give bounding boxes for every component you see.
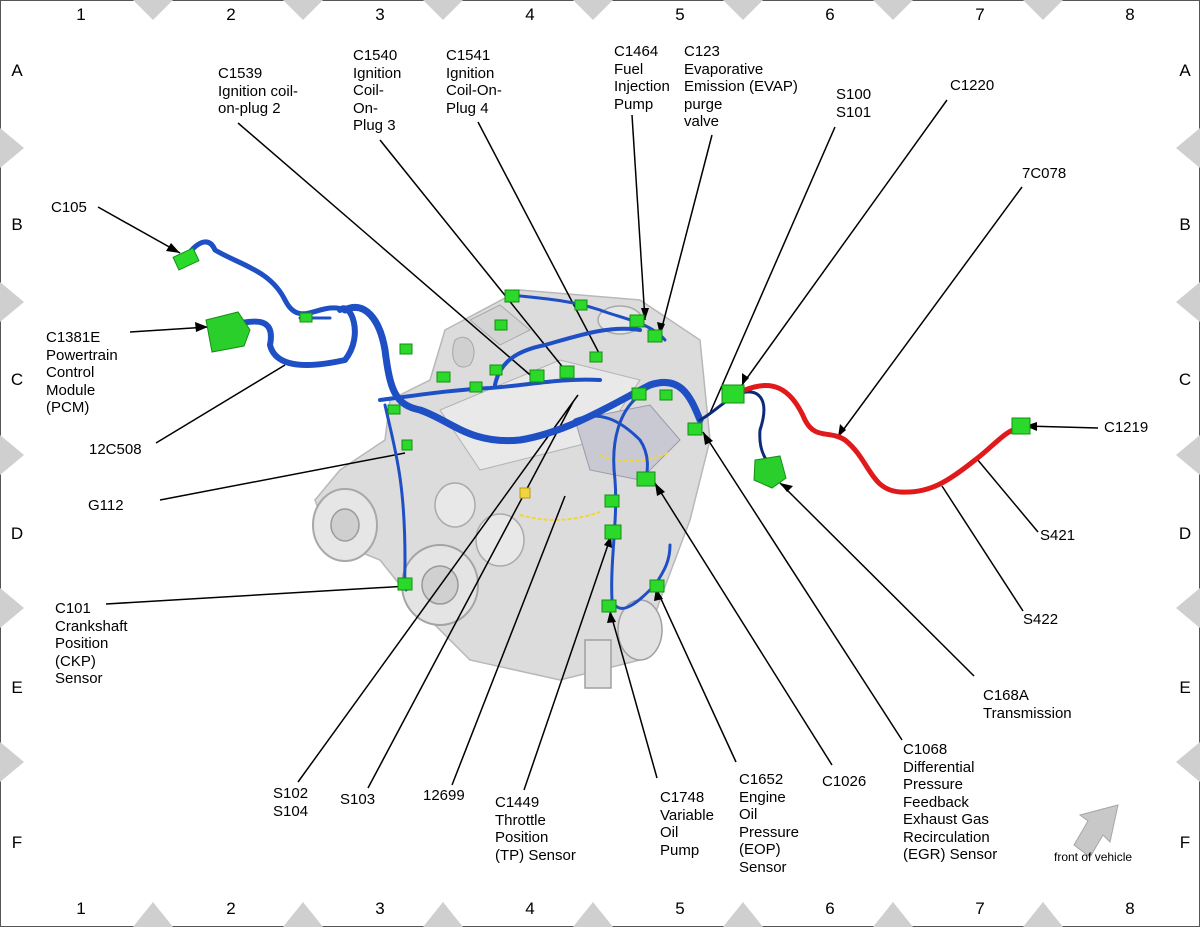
grid-col-bottom-8: 8 bbox=[1125, 899, 1135, 918]
grid-row-right-a: A bbox=[1179, 61, 1191, 80]
grid-col-bottom-7: 7 bbox=[975, 899, 985, 918]
label-c1748-oil-pump: C1748 Variable Oil Pump bbox=[660, 789, 714, 859]
grid-row-right-f: F bbox=[1179, 833, 1191, 852]
front-of-vehicle-label: front of vehicle bbox=[1054, 850, 1133, 864]
label-12c508: 12C508 bbox=[89, 441, 142, 458]
label-c101-ckp-sensor: C101 Crankshaft Position (CKP) Sensor bbox=[55, 600, 128, 687]
label-7c078: 7C078 bbox=[1022, 165, 1067, 182]
label-c1464: C1464 Fuel Injection Pump bbox=[614, 43, 670, 113]
grid-row-left-a: A bbox=[11, 61, 23, 80]
grid-col-bottom-3: 3 bbox=[375, 899, 385, 918]
connectors bbox=[172, 247, 1031, 613]
grid-col-top-4: 4 bbox=[525, 5, 535, 24]
grid-row-left-b: B bbox=[11, 215, 23, 234]
label-12699: 12699 bbox=[423, 787, 465, 804]
grid-col-top-1: 1 bbox=[76, 5, 86, 24]
grid-row-left-d: D bbox=[10, 524, 24, 543]
label-c1539: C1539 Ignition coil- on-plug 2 bbox=[218, 65, 299, 117]
grid-col-top-6: 6 bbox=[825, 5, 835, 24]
label-c168a-transmission: C168A Transmission bbox=[983, 687, 1072, 722]
grid-col-bottom-2: 2 bbox=[226, 899, 236, 918]
grid-row-right-e: E bbox=[1179, 678, 1191, 697]
grid-row-left-c: C bbox=[10, 370, 24, 389]
grid-col-bottom-6: 6 bbox=[825, 899, 835, 918]
label-c123-evap: C123 Evaporative Emission (EVAP) purge v… bbox=[684, 43, 798, 130]
label-s102-s104: S102 S104 bbox=[273, 785, 309, 820]
label-g112: G112 bbox=[88, 497, 124, 514]
label-s421: S421 bbox=[1040, 527, 1076, 544]
label-c1541: C1541 Ignition Coil-On- Plug 4 bbox=[446, 47, 502, 117]
label-c1381e-pcm: C1381E Powertrain Control Module (PCM) bbox=[46, 329, 118, 416]
leader-lines bbox=[97, 99, 1099, 791]
label-c1540: C1540 Ignition Coil- On- Plug 3 bbox=[353, 47, 402, 134]
grid-col-bottom-4: 4 bbox=[525, 899, 535, 918]
label-c105: C105 bbox=[51, 199, 87, 216]
grid-col-top-2: 2 bbox=[226, 5, 236, 24]
label-s103: S103 bbox=[340, 791, 376, 808]
grid-row-left-e: E bbox=[11, 678, 23, 697]
grid-row-left-f: F bbox=[11, 833, 23, 852]
label-c1652-eop-sensor: C1652 Engine Oil Pressure (EOP) Sensor bbox=[739, 771, 800, 876]
label-c1026: C1026 bbox=[822, 773, 867, 790]
grid-row-right-d: D bbox=[1178, 524, 1192, 543]
front-of-vehicle-arrow bbox=[1073, 804, 1119, 858]
grid-col-bottom-5: 5 bbox=[675, 899, 685, 918]
grid-col-bottom-1: 1 bbox=[76, 899, 86, 918]
label-s422: S422 bbox=[1023, 611, 1059, 628]
grid-row-right-c: C bbox=[1178, 370, 1192, 389]
label-c1068-egr-sensor: C1068 Differential Pressure Feedback Exh… bbox=[903, 741, 998, 863]
hoses bbox=[519, 451, 671, 521]
grid-col-top-7: 7 bbox=[975, 5, 985, 24]
label-c1449-tp-sensor: C1449 Throttle Position (TP) Sensor bbox=[495, 794, 576, 864]
grid-col-top-3: 3 bbox=[375, 5, 385, 24]
main-harness bbox=[187, 239, 777, 610]
engine-block bbox=[312, 289, 711, 689]
transmission-harness bbox=[742, 382, 1023, 495]
label-c1219: C1219 bbox=[1104, 419, 1149, 436]
grid-col-top-5: 5 bbox=[675, 5, 685, 24]
grid-col-top-8: 8 bbox=[1125, 5, 1135, 24]
label-s100-s101: S100 S101 bbox=[836, 86, 872, 121]
grid-row-right-b: B bbox=[1179, 215, 1191, 234]
label-c1220: C1220 bbox=[950, 77, 995, 94]
